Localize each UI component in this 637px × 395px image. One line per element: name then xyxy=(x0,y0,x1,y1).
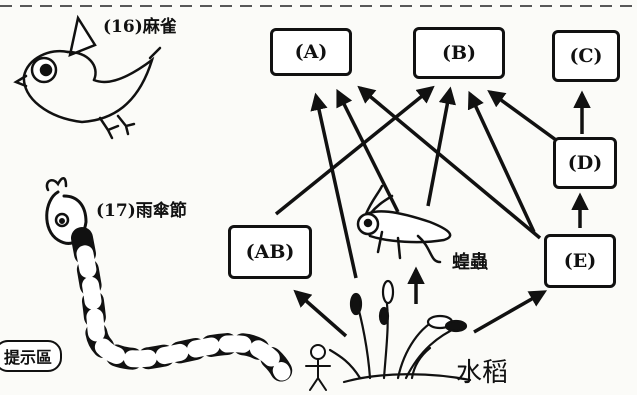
arrow-rice-to-e xyxy=(473,290,548,334)
arrow-rice-to-a xyxy=(310,92,358,279)
arrow-d-to-b xyxy=(487,89,558,142)
rice-label: 水稻 xyxy=(456,358,509,388)
arrow-e-to-a xyxy=(357,85,542,240)
food-web-arrows xyxy=(274,85,591,338)
arrow-ab-to-b xyxy=(274,85,435,216)
grasshopper-label: 蝗蟲 xyxy=(452,252,488,273)
snake-label: (17)雨傘節 xyxy=(96,201,187,221)
box-c: (C) xyxy=(552,30,620,82)
box-d: (D) xyxy=(553,137,617,189)
corner-label: 提示區 xyxy=(0,340,63,372)
person-stick-figure xyxy=(305,344,331,391)
arrow-rice-to-ab xyxy=(293,289,348,338)
snake-illustration xyxy=(45,177,293,383)
arrow-grasshopper-to-b xyxy=(426,86,456,207)
sparrow-label: (16)麻雀 xyxy=(103,17,177,37)
sparrow-illustration xyxy=(13,14,162,140)
box-b: (B) xyxy=(413,27,505,79)
grasshopper-illustration xyxy=(356,184,452,264)
box-a: (A) xyxy=(270,28,352,76)
rice-plant-illustration xyxy=(328,279,472,384)
arrow-e-to-b xyxy=(467,90,536,233)
arrow-grasshopper-to-a xyxy=(336,88,400,213)
box-e: (E) xyxy=(544,234,616,288)
box-ab: (AB) xyxy=(228,225,312,279)
